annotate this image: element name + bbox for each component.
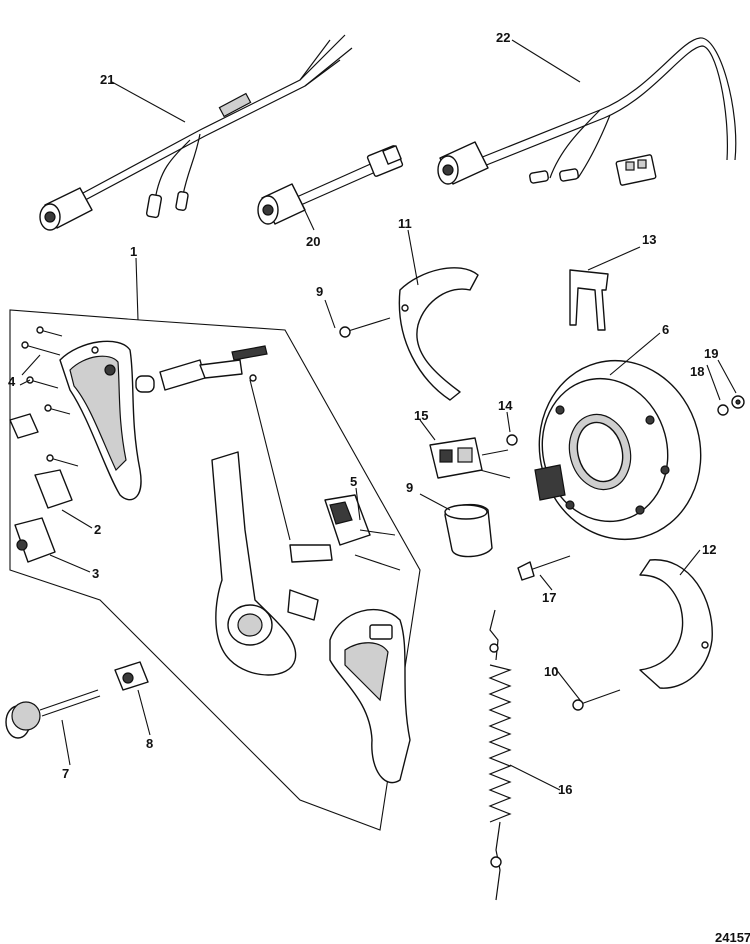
part-18-washer[interactable] <box>717 404 729 416</box>
part-20-adapter-harness[interactable] <box>257 145 404 225</box>
part-21-harness[interactable] <box>39 34 353 231</box>
handle-body[interactable] <box>59 340 142 501</box>
part-19-nut[interactable] <box>731 395 745 409</box>
leader-lines <box>19 39 737 791</box>
callout-12: 12 <box>702 542 716 557</box>
callout-18: 18 <box>690 364 704 379</box>
handle-grip[interactable] <box>329 608 411 784</box>
callout-21: 21 <box>100 72 114 87</box>
part-6-housing[interactable] <box>519 342 720 557</box>
callout-2: 2 <box>94 522 101 537</box>
callout-16: 16 <box>558 782 572 797</box>
callout-15: 15 <box>414 408 428 423</box>
part-15-switch[interactable] <box>429 437 511 479</box>
handle-small-parts[interactable] <box>9 345 291 563</box>
part-13-clip[interactable] <box>569 269 609 331</box>
part-22-y-harness[interactable] <box>437 37 737 186</box>
callout-7: 7 <box>62 766 69 781</box>
part-14-screw[interactable] <box>506 434 518 446</box>
callout-3: 3 <box>92 566 99 581</box>
callout-13: 13 <box>642 232 656 247</box>
callout-10: 10 <box>544 664 558 679</box>
part-5-linkage[interactable] <box>289 494 401 571</box>
callout-5: 5 <box>350 474 357 489</box>
callout-9-upper: 9 <box>316 284 323 299</box>
part-9-screw-upper[interactable] <box>339 317 391 338</box>
callout-9-lower: 9 <box>406 480 413 495</box>
callout-14: 14 <box>498 398 513 413</box>
callout-11: 11 <box>398 216 412 231</box>
part-7-knob[interactable] <box>5 689 101 739</box>
figure-number: 24157 <box>715 930 750 944</box>
part-8-nut[interactable] <box>114 661 149 691</box>
callout-20: 20 <box>306 234 320 249</box>
callout-8: 8 <box>146 736 153 751</box>
part-10-screw[interactable] <box>572 689 621 711</box>
callout-1: 1 <box>130 244 137 259</box>
assembly-1-outline <box>9 309 421 831</box>
part-12-cover[interactable] <box>639 559 713 689</box>
part-11-cover[interactable] <box>398 267 479 401</box>
part-9-sleeve[interactable] <box>444 503 493 558</box>
callout-6: 6 <box>662 322 669 337</box>
part-17-bolt[interactable] <box>517 555 571 581</box>
callout-19: 19 <box>704 346 718 361</box>
part-16-lanyard[interactable] <box>488 609 512 901</box>
callout-4: 4 <box>8 374 16 389</box>
part-4-screws[interactable] <box>21 326 79 467</box>
callout-22: 22 <box>496 30 510 45</box>
callout-17: 17 <box>542 590 556 605</box>
control-arm[interactable] <box>211 451 319 676</box>
